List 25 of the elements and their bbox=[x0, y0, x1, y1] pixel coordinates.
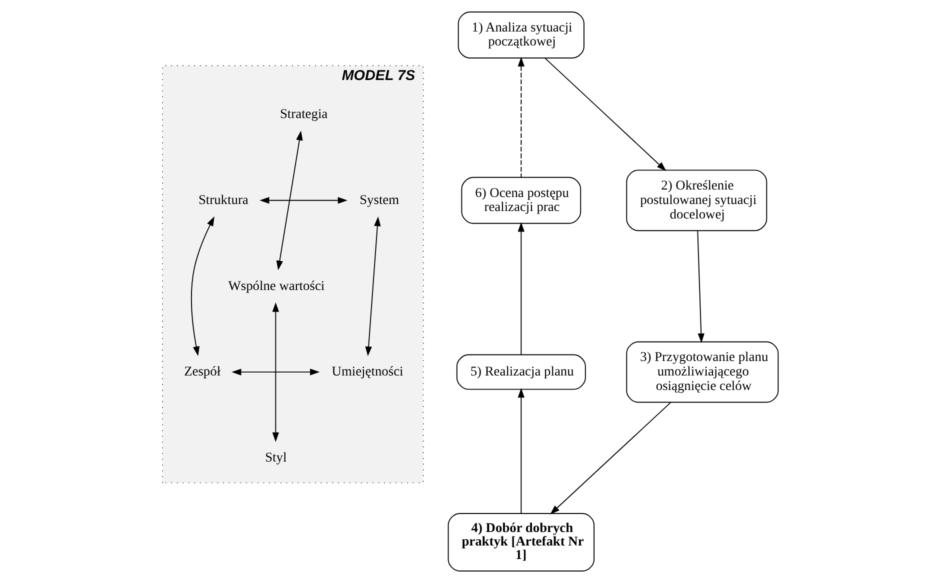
arrow bbox=[276, 130, 302, 270]
arrow bbox=[272, 302, 279, 442]
node-box: 6) Ocena postępu realizacji prac bbox=[460, 176, 581, 224]
arrow bbox=[517, 388, 524, 514]
arrow bbox=[259, 197, 347, 204]
arrow bbox=[190, 216, 214, 356]
node-text: Wspólne wartości bbox=[228, 278, 324, 293]
arrow bbox=[517, 222, 524, 355]
node-box: 1) Analiza sytuacji początkowej bbox=[457, 11, 584, 58]
node-box: 3) Przygotowanie planu umożliwiającego osiągnięcie celów bbox=[626, 341, 778, 403]
node-text: Umiejętności bbox=[331, 364, 403, 379]
node-box: 5) Realizacja planu bbox=[456, 354, 586, 390]
arrow bbox=[364, 216, 380, 356]
node-box: 4) Dobór dobrych praktyk [Artefakt Nr 1] bbox=[447, 513, 594, 572]
arrow bbox=[517, 56, 524, 178]
arrow bbox=[550, 402, 671, 514]
node-box: 2) Określenie postulowanej sytuacji docelowej bbox=[626, 170, 767, 232]
arrow bbox=[231, 368, 320, 376]
arrow bbox=[544, 58, 666, 172]
node-text: Strategia bbox=[279, 106, 328, 122]
node-text: Zespół bbox=[184, 364, 220, 379]
node-text: Struktura bbox=[198, 192, 248, 207]
arrow bbox=[696, 230, 704, 344]
node-text: Styl bbox=[264, 449, 286, 464]
node-text: System bbox=[359, 192, 399, 207]
